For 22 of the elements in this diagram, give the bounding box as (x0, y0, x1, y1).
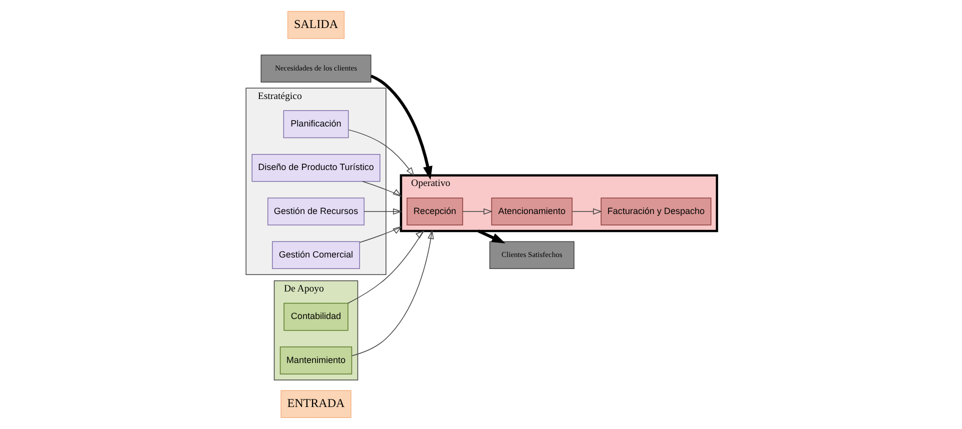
node-box: ENTRADA (280, 390, 351, 418)
node-box: Atencionamiento (490, 198, 572, 226)
arrow (348, 129, 414, 176)
arrow (370, 74, 432, 180)
node-box: Gestión de Recursos (266, 198, 364, 226)
arrow (362, 181, 402, 197)
node-box: SALIDA (286, 11, 344, 39)
node-box: Planificación (282, 110, 348, 138)
node-box: Contabilidad (283, 302, 348, 331)
node-box: Necesidades de los clientes (260, 54, 371, 82)
node-box: Gestión Comercial (271, 241, 360, 270)
arrow (351, 230, 434, 356)
arrow (462, 208, 492, 215)
node-box: Facturación y Despacho (600, 198, 711, 226)
node-box: Diseño de Producto Turístico (251, 154, 380, 182)
arrow (572, 208, 602, 215)
arrow (477, 230, 505, 244)
arrow (358, 226, 402, 243)
node-box: Mantenimiento (279, 346, 352, 374)
arrow (363, 208, 402, 215)
node-box: Clientes Satisfechos (488, 241, 574, 270)
node-box: Recepción (406, 198, 463, 226)
